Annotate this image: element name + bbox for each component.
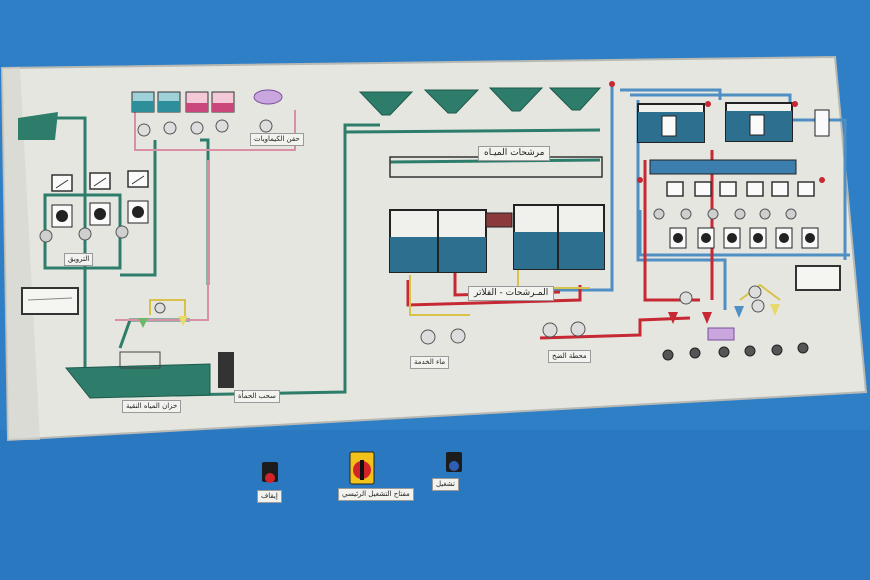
clarifier-tank bbox=[64, 363, 211, 399]
label-filters-water: مرشحات الميـاه bbox=[478, 146, 551, 161]
start-button[interactable] bbox=[446, 452, 462, 472]
filter-basins bbox=[389, 204, 605, 273]
sludge-drum bbox=[218, 352, 234, 388]
main-switch[interactable] bbox=[349, 451, 375, 485]
indicator-lamps-left bbox=[39, 225, 129, 243]
label-chem-dosing: حقن الكيماويات bbox=[250, 133, 304, 146]
label-bottom-center-btn: مفتاح التشغيل الرئيسي bbox=[338, 488, 414, 501]
flow-meter-right bbox=[795, 265, 841, 291]
stop-button[interactable] bbox=[262, 462, 278, 483]
clarifier-mechanism bbox=[119, 351, 161, 369]
red-pipes bbox=[406, 150, 714, 340]
label-aeration: الترويق bbox=[64, 253, 94, 266]
chem-valves-right bbox=[668, 285, 780, 341]
label-clear-tank: خزان المياه النقية bbox=[122, 400, 182, 413]
red-indicator-lamps bbox=[609, 81, 825, 183]
label-bottom-left-btn: إيقاف bbox=[257, 490, 282, 503]
label-bottom-right-btn: تشغيل bbox=[432, 478, 459, 491]
label-main-water: ماء الخدمة bbox=[410, 356, 450, 369]
lamps-right bbox=[653, 208, 797, 220]
wall-lower-shade bbox=[0, 430, 870, 580]
voltmeter-group-left bbox=[51, 170, 149, 192]
label-sludge: سحب الحمأة bbox=[234, 390, 280, 403]
ammeters-right bbox=[666, 181, 815, 197]
air-compressor-tank bbox=[253, 89, 283, 105]
selector-switches-right[interactable] bbox=[669, 227, 819, 249]
pushbuttons-right[interactable] bbox=[662, 342, 809, 361]
label-filters: المـرشحات - الفلاتر bbox=[468, 286, 555, 301]
aeration-valves bbox=[138, 302, 188, 328]
storage-tanks-right bbox=[637, 102, 793, 143]
flow-meter-left bbox=[21, 287, 79, 315]
filter-pumps bbox=[420, 321, 586, 345]
level-indicator-right bbox=[814, 109, 830, 137]
panel-left-shadow bbox=[2, 67, 40, 440]
intake-basin bbox=[18, 112, 58, 140]
control-bus-bar bbox=[649, 159, 797, 175]
filter-hoppers bbox=[358, 87, 602, 116]
chemical-tanks bbox=[131, 91, 235, 113]
selector-switches-left[interactable] bbox=[51, 200, 149, 228]
label-pumps-station: محطة الضخ bbox=[548, 350, 591, 363]
compressor-gauge bbox=[259, 119, 273, 133]
dosing-pumps bbox=[137, 119, 229, 137]
